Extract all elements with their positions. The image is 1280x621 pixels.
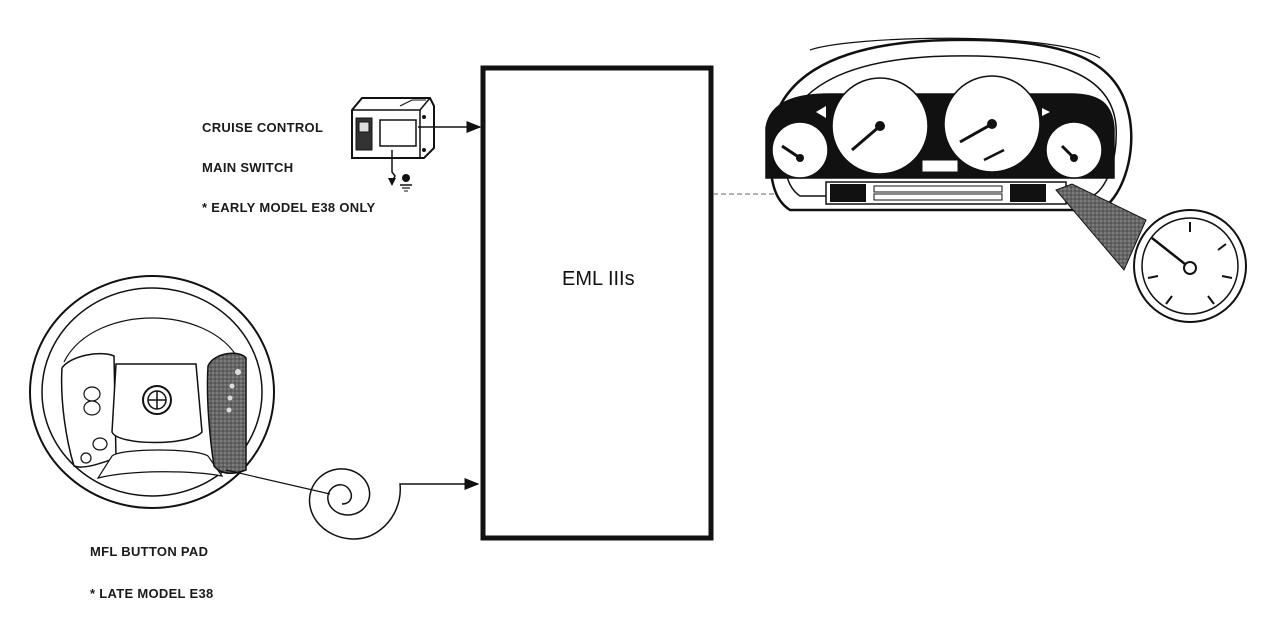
cruise-gauge-icon — [1133, 209, 1247, 323]
mfl-pad-label: MFL BUTTON PAD — [90, 544, 209, 559]
ground-icon — [400, 174, 412, 192]
cruise-switch-note: * EARLY MODEL E38 ONLY — [202, 200, 376, 215]
cruise-control-switch-icon — [351, 97, 435, 186]
mfl-wire — [225, 469, 331, 495]
module-label: EML IIIs — [562, 268, 635, 290]
cruise-switch-label-2: MAIN SWITCH — [202, 160, 294, 175]
clock-spring-spiral — [308, 468, 480, 540]
instrument-cluster-icon — [765, 37, 1133, 212]
eml-module-box — [480, 65, 714, 541]
callout-funnel — [1055, 183, 1147, 271]
steering-wheel-icon — [29, 275, 275, 509]
mfl-note: * LATE MODEL E38 — [90, 586, 214, 601]
cruise-switch-label-1: CRUISE CONTROL — [202, 120, 324, 135]
